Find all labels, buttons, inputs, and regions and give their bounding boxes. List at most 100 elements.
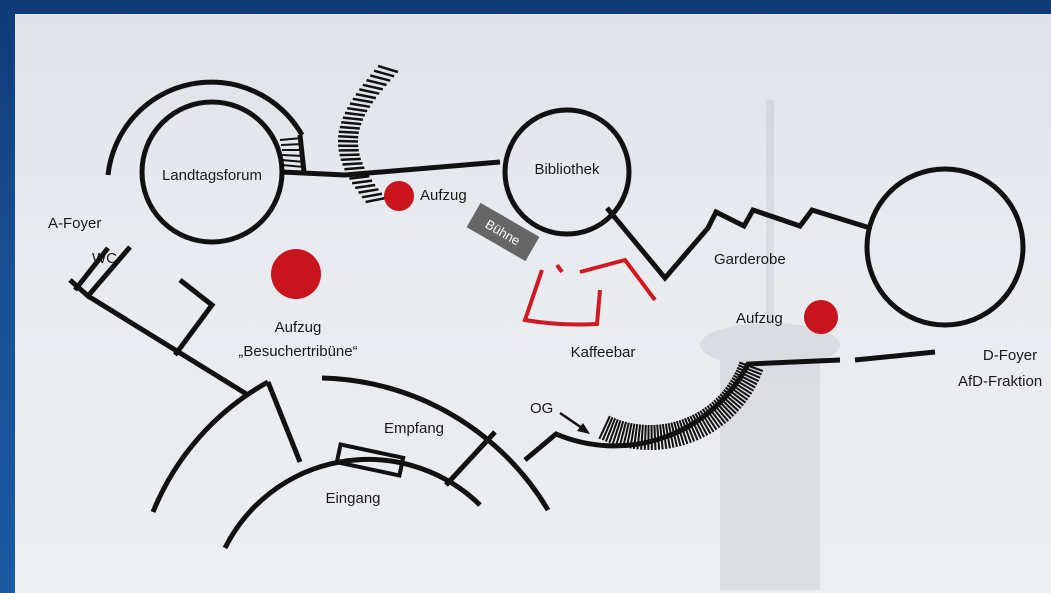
stair-step	[338, 130, 359, 135]
stair-step	[717, 395, 737, 415]
d-foyer-room	[864, 166, 1026, 328]
stair-step	[734, 372, 758, 386]
stair-step	[736, 366, 761, 379]
floor-plan-svg: Landtagsforum Bibliothek Aufzug Bühne A-…	[48, 64, 1042, 590]
stair-step	[344, 111, 366, 117]
stair-step	[723, 389, 744, 407]
stair-step	[618, 421, 627, 447]
stair-step	[358, 188, 379, 194]
stair-step	[670, 422, 678, 448]
stair-step	[349, 175, 370, 180]
label-kaffeebar: Kaffeebar	[571, 344, 636, 361]
label-afd-fraktion: AfD-Fraktion	[958, 373, 1042, 390]
buehne-stage	[466, 202, 540, 262]
stair-step	[349, 102, 371, 109]
stair-step	[344, 166, 365, 171]
stair-step	[699, 410, 715, 433]
stair-step	[347, 106, 368, 113]
stair-step	[735, 369, 760, 383]
label-og: OG	[530, 400, 553, 417]
stair-step	[355, 183, 376, 190]
stair-step	[346, 170, 367, 176]
stair-step	[686, 416, 699, 441]
stair-step	[701, 408, 718, 431]
stair-step	[728, 382, 751, 398]
stair-step	[678, 419, 689, 445]
stair-step	[729, 379, 753, 395]
stair-step	[365, 196, 386, 204]
aufzug-right-icon	[804, 300, 838, 334]
aufzug-top-icon	[384, 181, 414, 211]
stair-step	[341, 121, 362, 126]
stair-step	[731, 377, 755, 392]
label-eingang: Eingang	[325, 490, 380, 507]
stair-step	[708, 403, 727, 425]
stair-step	[724, 386, 747, 404]
stair-step	[659, 424, 664, 450]
stair-step	[601, 416, 614, 441]
bibliothek-room	[502, 107, 632, 237]
stair-step	[715, 397, 735, 417]
stair-step	[625, 423, 633, 448]
stair-step	[681, 418, 692, 444]
stair-step	[684, 417, 696, 442]
label-wc: WC	[92, 250, 117, 267]
stair-step	[689, 415, 702, 440]
stair-step	[362, 83, 384, 91]
stair-step	[337, 139, 359, 143]
stair-step	[667, 423, 675, 448]
stair-step	[622, 422, 630, 448]
corridor-wall	[281, 159, 501, 178]
stair-step	[675, 420, 685, 446]
kaffeebar-counter	[522, 257, 657, 327]
stair-step	[369, 74, 391, 82]
stair-step	[352, 97, 374, 104]
stair-step	[721, 391, 742, 410]
stair-step	[636, 424, 642, 450]
stair-step	[608, 419, 619, 444]
stair-step	[656, 424, 661, 450]
label-aufzug-right: Aufzug	[736, 310, 783, 327]
stair-step	[604, 418, 617, 442]
stair-step	[673, 421, 682, 447]
stair-step	[598, 415, 611, 440]
stair-step	[340, 157, 361, 162]
stair-step	[351, 179, 373, 185]
stair-step	[738, 361, 764, 372]
stair-step	[366, 78, 387, 87]
stair-step	[342, 116, 364, 122]
stair-step	[640, 424, 644, 450]
label-d-foyer: D-Foyer	[983, 347, 1037, 364]
landtagsforum-room	[105, 79, 307, 245]
stair-step	[704, 406, 721, 429]
stair-step	[653, 424, 657, 450]
stair-step	[664, 423, 671, 449]
a-foyer-walls	[68, 245, 250, 398]
stair-step	[719, 393, 740, 412]
floor-plan: Landtagsforum Bibliothek Aufzug Bühne A-…	[15, 14, 1051, 593]
stair-step	[726, 384, 749, 401]
aufzug-besuchertribuene-icon	[271, 249, 321, 299]
stair-step	[615, 420, 625, 446]
stair-step	[361, 192, 383, 199]
stair-step	[697, 411, 712, 435]
stair-step	[632, 423, 639, 450]
stair-step	[737, 364, 762, 376]
stair-step	[661, 423, 668, 450]
label-empfang: Empfang	[384, 420, 444, 437]
forum-stairs	[279, 137, 305, 168]
stair-step	[643, 424, 647, 450]
stair-step	[711, 401, 729, 422]
stair-step	[338, 135, 359, 139]
label-besuchertribuene: „Besuchertribüne“	[238, 343, 357, 360]
stair-step	[359, 88, 380, 95]
stair-step	[694, 413, 709, 436]
og-arrow-icon	[559, 411, 590, 434]
label-aufzug-top: Aufzug	[420, 187, 467, 204]
stair-step	[692, 414, 705, 438]
stair-step	[339, 125, 360, 130]
label-garderobe: Garderobe	[714, 251, 786, 268]
stair-step	[342, 161, 363, 166]
stair-step	[713, 399, 732, 420]
